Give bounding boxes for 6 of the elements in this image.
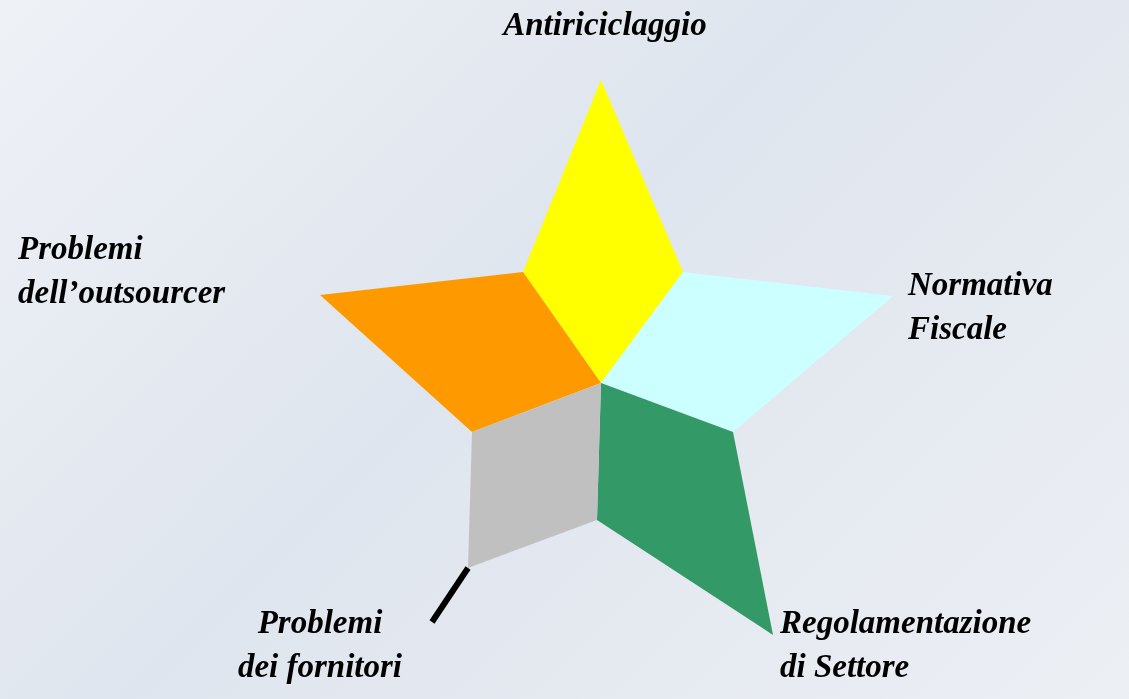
point-label: Regolamentazione di Settore xyxy=(780,603,1033,686)
leader-line xyxy=(429,566,471,624)
point-label: Problemi dei fornitori xyxy=(237,603,403,686)
point-label: Normativa Fiscale xyxy=(908,265,1054,348)
point-label: Antiriciclaggio xyxy=(500,5,708,44)
point-label: Problemi dell’outsourcer xyxy=(18,229,227,312)
